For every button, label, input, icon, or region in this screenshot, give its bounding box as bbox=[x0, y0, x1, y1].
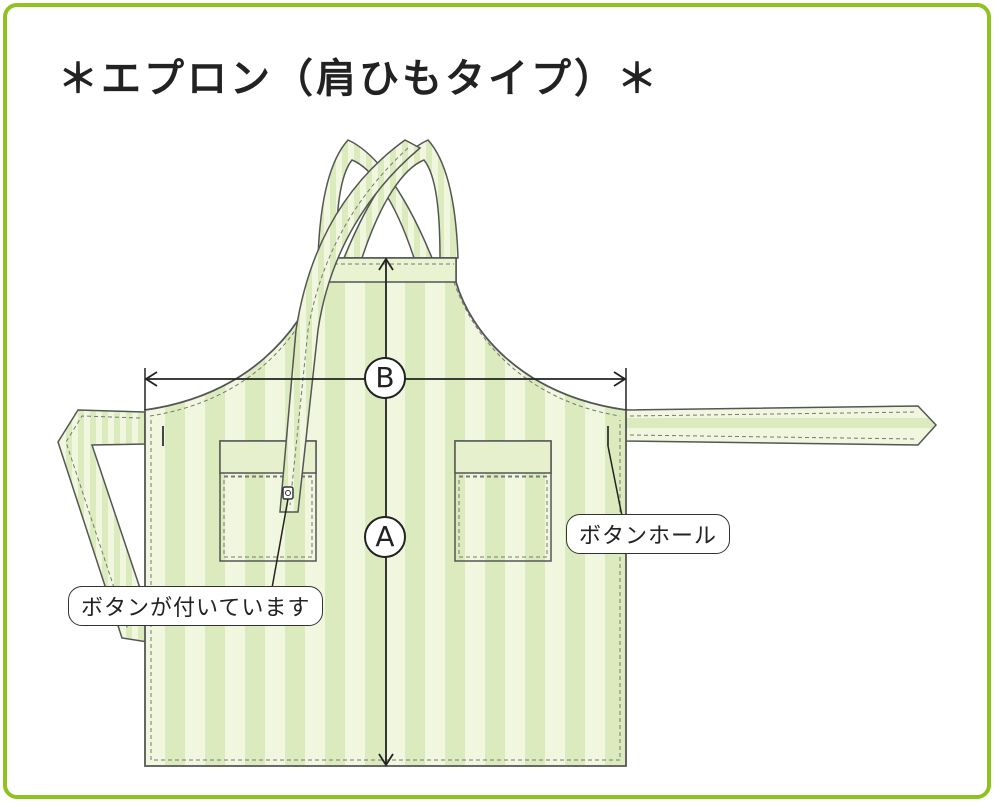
right-pocket bbox=[454, 440, 552, 562]
right-waist-tie bbox=[625, 405, 938, 446]
button-icon bbox=[282, 486, 294, 500]
measure-a-label: A bbox=[364, 516, 406, 558]
buttonhole-leader-line bbox=[607, 445, 623, 517]
button-leader-line bbox=[271, 498, 289, 589]
border-frame bbox=[3, 3, 991, 799]
buttonhole-callout: ボタンホール bbox=[566, 514, 731, 554]
measure-b-label: B bbox=[364, 357, 406, 399]
measure-a-line bbox=[378, 257, 394, 767]
page-title: ＊エプロン（肩ひもタイプ）＊ bbox=[58, 56, 660, 102]
button-callout: ボタンが付いています bbox=[68, 586, 324, 626]
front-strap bbox=[279, 139, 422, 513]
